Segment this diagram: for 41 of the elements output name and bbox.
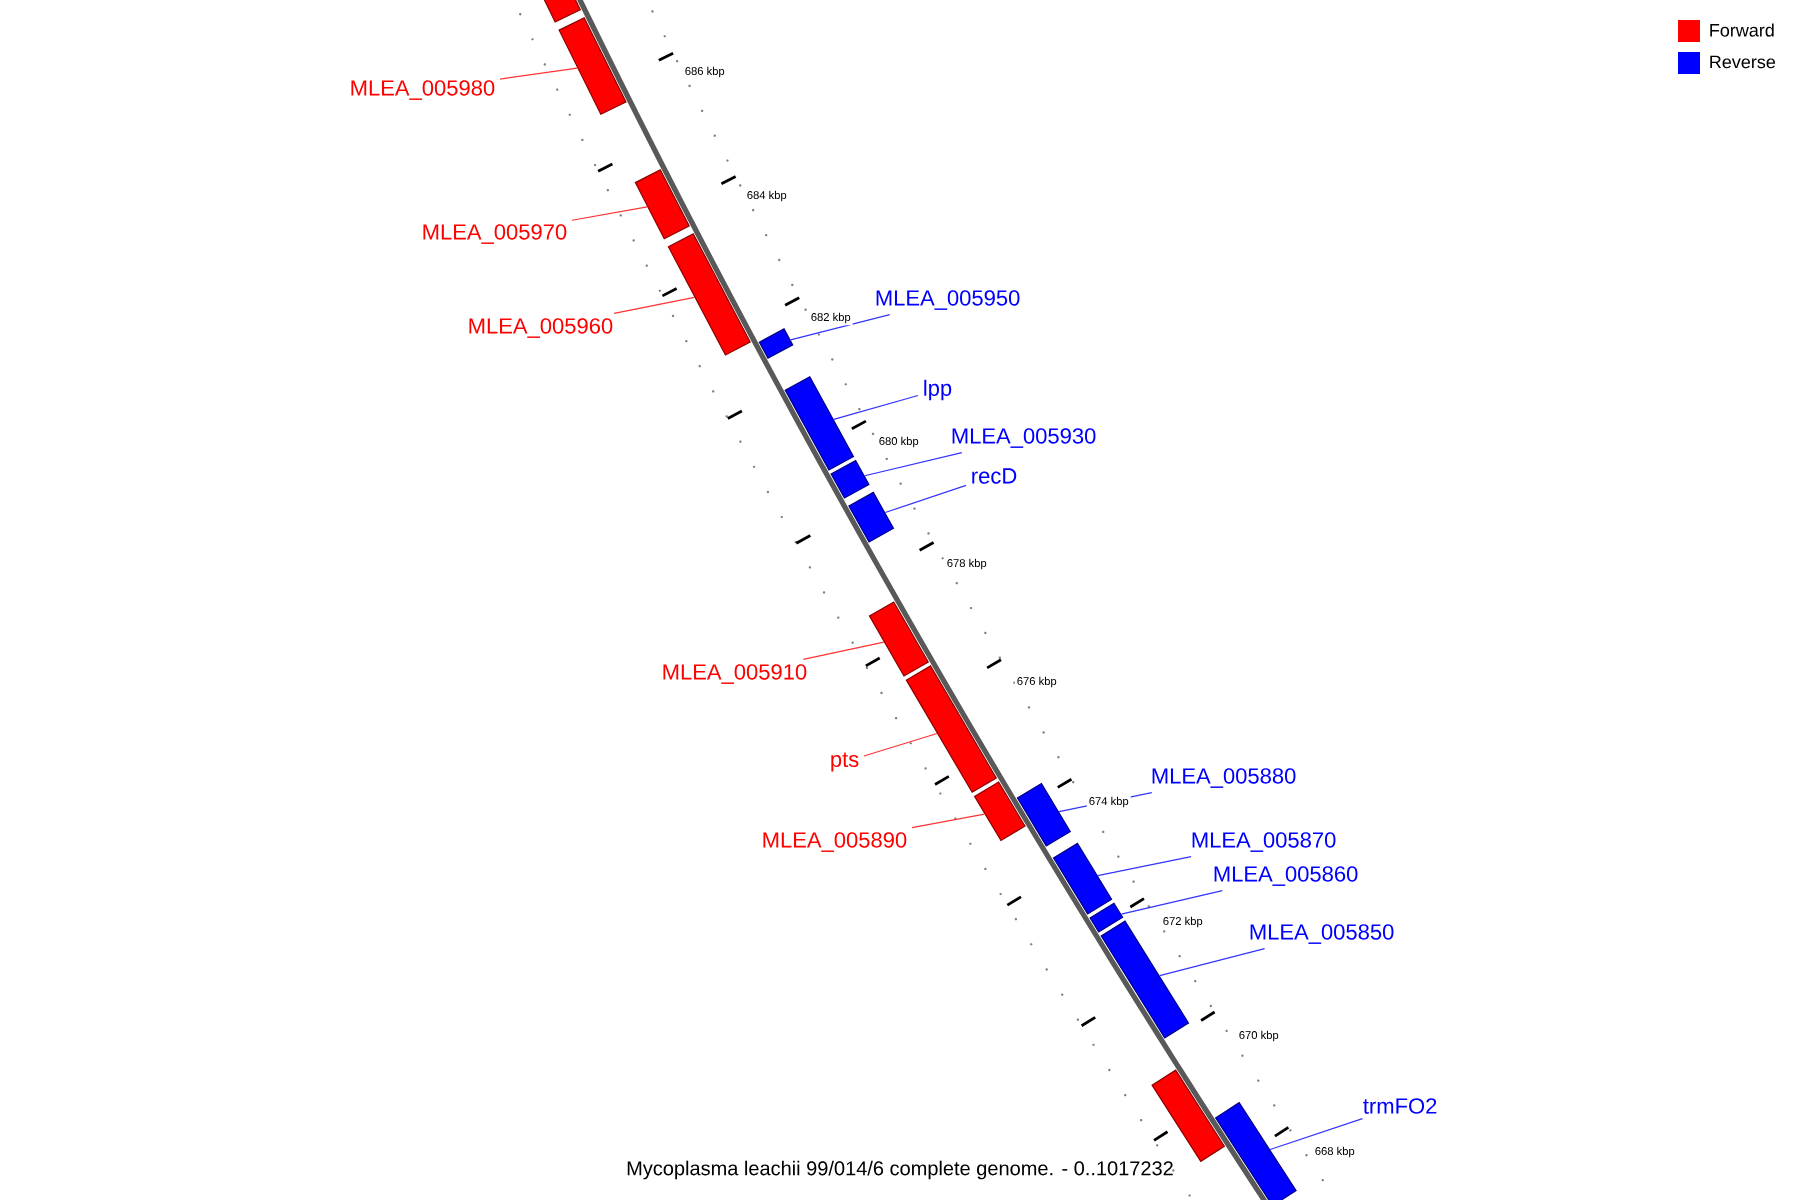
leader-line (571, 206, 648, 221)
gene-label: MLEA_005890 (763, 832, 907, 852)
gene-label: MLEA_005850 (1250, 924, 1394, 944)
leader-line (1269, 1118, 1364, 1151)
gene-label: MLEA_005880 (1152, 768, 1296, 788)
gene-block (634, 169, 690, 240)
gene-block (758, 328, 794, 359)
gene-label: MLEA_005910 (663, 664, 807, 684)
gene-label: trmFO2 (1363, 1098, 1437, 1114)
gene-block (784, 375, 855, 471)
gene-label: recD (972, 468, 1017, 484)
legend-label: Reverse (1710, 55, 1776, 69)
gene-label: MLEA_005960 (469, 318, 613, 338)
legend-label: Forward (1710, 23, 1774, 37)
leader-line (911, 813, 986, 829)
gene-label: MLEA_005860 (1214, 866, 1358, 886)
gene-label: MLEA_005870 (1192, 832, 1336, 852)
gene-block (1052, 842, 1113, 915)
gene-label: MLEA_005930 (952, 428, 1096, 448)
leader-line (1097, 856, 1192, 877)
gene-block (973, 781, 1026, 842)
gene-label: lpp (924, 379, 952, 401)
leader-line (1159, 948, 1266, 977)
leader-line (802, 641, 885, 660)
gene-block (830, 459, 870, 499)
leader-line (790, 314, 891, 341)
leader-line (1120, 890, 1223, 915)
gene-label: pts (831, 752, 859, 772)
gene-block (848, 491, 895, 543)
gene-block (1214, 1101, 1297, 1200)
leader-line (884, 484, 967, 514)
gene-label: MLEA_005980 (351, 80, 495, 100)
gene-block (1089, 902, 1124, 933)
leader-line (613, 296, 695, 314)
leader-line (499, 67, 578, 80)
leader-line (833, 394, 919, 420)
gene-label: MLEA_005970 (423, 224, 567, 244)
caption: Mycoplasma leachii 99/014/6 complete genome. - 0..1017232 (627, 1160, 1173, 1180)
leader-line (864, 452, 963, 477)
leader-line (863, 732, 938, 757)
gene-label: MLEA_005950 (876, 290, 1020, 310)
